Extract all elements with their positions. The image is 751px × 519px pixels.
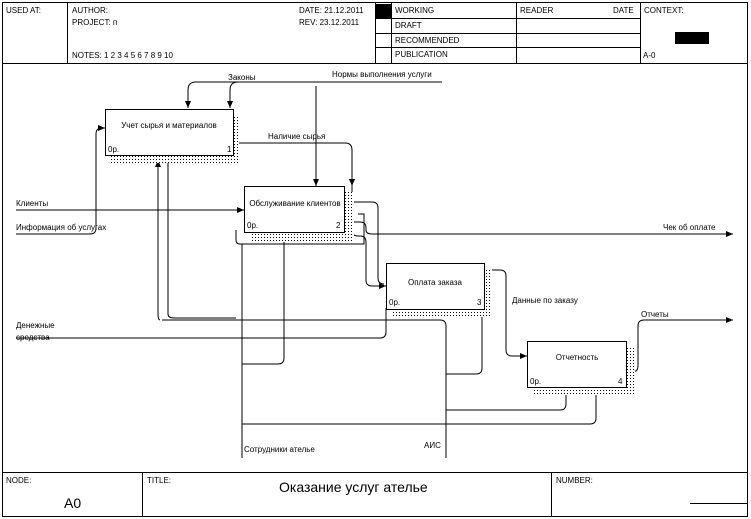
node-value: A0 [64,495,81,511]
activity-box-1[interactable]: Учет сырья и материалов 0р. 1 [105,109,240,164]
box2-label: Обслуживание клиентов [249,199,340,208]
arrow-normy-to-box1 [227,81,442,108]
arrow-chek [344,221,733,237]
arrow-dannye [484,269,527,359]
arrow-feedback-box1-c [167,313,236,319]
label-klienty: Клиенты [16,199,48,208]
label-normy: Нормы выполнения услуги [332,70,432,79]
header-block: USED AT: AUTHOR: PROJECT: п NOTES: 1 2 3… [2,3,748,64]
arrows [16,81,733,458]
box1-cost: 0р. [108,145,119,154]
label-nalichie: Наличие сырья [268,132,325,141]
used-at-label: USED AT: [6,6,41,15]
author-label: AUTHOR: [72,6,108,15]
arrow-feedback-box1-a [155,160,161,321]
label-chek: Чек об оплате [663,223,716,232]
number-label: NUMBER: [556,476,593,485]
arrow-feedback-box2 [235,213,365,245]
box4-label: Отчетность [556,353,599,362]
box1-label: Учет сырья и материалов [121,121,217,130]
reader-date-label: DATE [613,6,634,15]
box1-number: 1 [227,145,232,154]
arrow-labels: Законы Нормы выполнения услуги Наличие с… [16,70,716,454]
arrow-nalichie-to-box3 [351,150,386,289]
activity-box-4[interactable]: Отчетность 0р. 4 [527,341,636,396]
box3-number: 3 [477,298,482,307]
box4-cost: 0р. [530,377,541,386]
box2-cost: 0р. [247,221,258,230]
box3-cost: 0р. [389,298,400,307]
label-dengi-line2: средства [16,333,50,342]
project-label: PROJECT: п [72,18,117,27]
title-label: TITLE: [147,476,171,485]
arrow-sotrudniki-to-box4 [242,388,599,425]
node-label: NODE: [6,476,31,485]
arrow-nalichie-to-box2 [234,142,355,186]
status-publication: PUBLICATION [395,50,448,59]
diagram-title: Оказание услуг ателье [279,479,428,495]
arrow-ais-to-box3 [446,310,485,375]
box3-label: Оплата заказа [408,278,463,287]
context-label: CONTEXT: [644,6,684,15]
context-node: A-0 [643,51,656,60]
label-dannye: Данные по заказу [512,296,578,305]
activity-box-3[interactable]: Оплата заказа 0р. 3 [386,263,493,318]
label-otchety: Отчеты [641,310,669,319]
arrow-dengi [16,308,387,339]
arrow-zakony [185,81,272,108]
box4-number: 4 [618,377,623,386]
label-ais: АИС [424,441,441,450]
notes-label: NOTES: 1 2 3 4 5 6 7 8 9 10 [72,51,174,60]
context-thumbnail [675,32,709,44]
rev-label: REV: 23.12.2011 [299,18,360,27]
arrow-ais-to-box4 [446,388,569,411]
arrow-sotrudniki-to-box2 [242,234,287,365]
arrow-info-to-box1 [16,125,105,235]
label-zakony: Законы [228,73,256,82]
reader-label: READER [520,6,554,15]
label-dengi-line1: Денежные [16,321,55,330]
box2-number: 2 [336,221,341,230]
label-sotrudniki: Сотрудники ателье [244,445,315,454]
arrow-box2-to-box3 [344,201,385,285]
footer-block: NODE: A0 TITLE: Оказание услуг ателье NU… [2,472,748,517]
working-status-marker [376,4,391,18]
status-working: WORKING [395,6,434,15]
arrow-ais-vertical [162,319,447,458]
activity-box-2[interactable]: Обслуживание клиентов 0р. 2 [244,186,355,243]
date-label: DATE: 21.12.2011 [299,6,364,15]
label-info: Информация об услугах [16,223,106,232]
status-recommended: RECOMMENDED [395,36,460,45]
status-draft: DRAFT [395,21,422,30]
arrow-otchety [626,317,733,373]
